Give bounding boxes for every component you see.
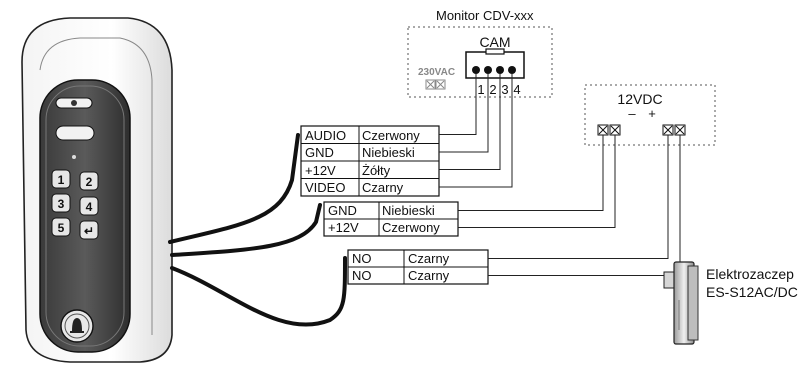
speaker-slot: [55, 125, 95, 141]
svg-text:4: 4: [86, 200, 93, 214]
power-supply-box: 12VDC – +: [584, 84, 716, 146]
cam-row-color: Żółty: [362, 163, 391, 178]
power-row-color: Czerwony: [382, 220, 440, 235]
pin-label: 4: [513, 82, 520, 97]
key-2: 2: [79, 171, 99, 191]
bell-icon: [72, 318, 82, 331]
cam-connector: [465, 48, 525, 79]
mains-power-label: 230VAC: [418, 67, 455, 78]
lock-row-signal: NO: [352, 268, 372, 283]
key-3: 3: [51, 193, 71, 213]
door-panel: 1 2 3 4 5 ↵: [21, 17, 173, 363]
lock-model: ES-S12AC/DC: [706, 284, 798, 300]
monitor-box: Monitor CDV-xxx CAM 1 2 3 4 230VAC: [407, 8, 553, 98]
lock-row-color: Czarny: [408, 251, 450, 266]
cam-cable-table: AUDIO Czerwony GND Niebieski +12V Żółty …: [300, 125, 440, 197]
cam-row-signal: VIDEO: [305, 180, 345, 195]
cam-row-color: Czerwony: [362, 128, 420, 143]
electric-strike: [663, 261, 699, 345]
cables: [168, 133, 347, 327]
plus-label: +: [648, 106, 656, 121]
lock-cable-table: NO Czarny NO Czarny: [347, 249, 489, 285]
cable-power: [170, 203, 322, 257]
minus-label: –: [628, 106, 636, 121]
lock-row-signal: NO: [352, 251, 372, 266]
cam-row-color: Niebieski: [362, 145, 415, 160]
svg-text:3: 3: [58, 197, 65, 211]
pin-label: 2: [489, 82, 496, 97]
cam-wires: [439, 74, 513, 188]
key-enter: ↵: [79, 220, 99, 240]
cam-row-signal: +12V: [305, 163, 336, 178]
pin-label: 3: [501, 82, 508, 97]
key-5: 5: [51, 217, 71, 237]
lock-row-color: Czarny: [408, 268, 450, 283]
power-row-signal: GND: [328, 203, 357, 218]
power-wires: [458, 135, 681, 276]
cam-connector-label: CAM: [479, 34, 510, 50]
power-supply-label: 12VDC: [617, 91, 662, 107]
lock-name: Elektrozaczep: [706, 266, 794, 282]
cam-row-color: Czarny: [362, 180, 404, 195]
svg-text:↵: ↵: [84, 224, 94, 238]
mains-terminal: [425, 79, 446, 90]
keypad: 1 2 3 4 5 ↵: [51, 169, 99, 240]
cable-cam: [168, 133, 300, 244]
psu-terminals: [597, 124, 686, 136]
power-row-color: Niebieski: [382, 203, 435, 218]
cable-lock: [170, 256, 347, 327]
svg-text:2: 2: [86, 175, 93, 189]
svg-text:5: 5: [58, 221, 65, 235]
svg-text:1: 1: [58, 173, 65, 187]
pin-label: 1: [477, 82, 484, 97]
power-cable-table: GND Niebieski +12V Czerwony: [323, 201, 459, 237]
cam-row-signal: GND: [305, 145, 334, 160]
monitor-title: Monitor CDV-xxx: [436, 8, 534, 23]
camera-slot: [55, 97, 93, 109]
key-1: 1: [51, 169, 71, 189]
key-4: 4: [79, 196, 99, 216]
microphone-hole: [72, 155, 76, 159]
power-row-signal: +12V: [328, 220, 359, 235]
cam-row-signal: AUDIO: [305, 128, 346, 143]
call-button: [60, 309, 94, 343]
